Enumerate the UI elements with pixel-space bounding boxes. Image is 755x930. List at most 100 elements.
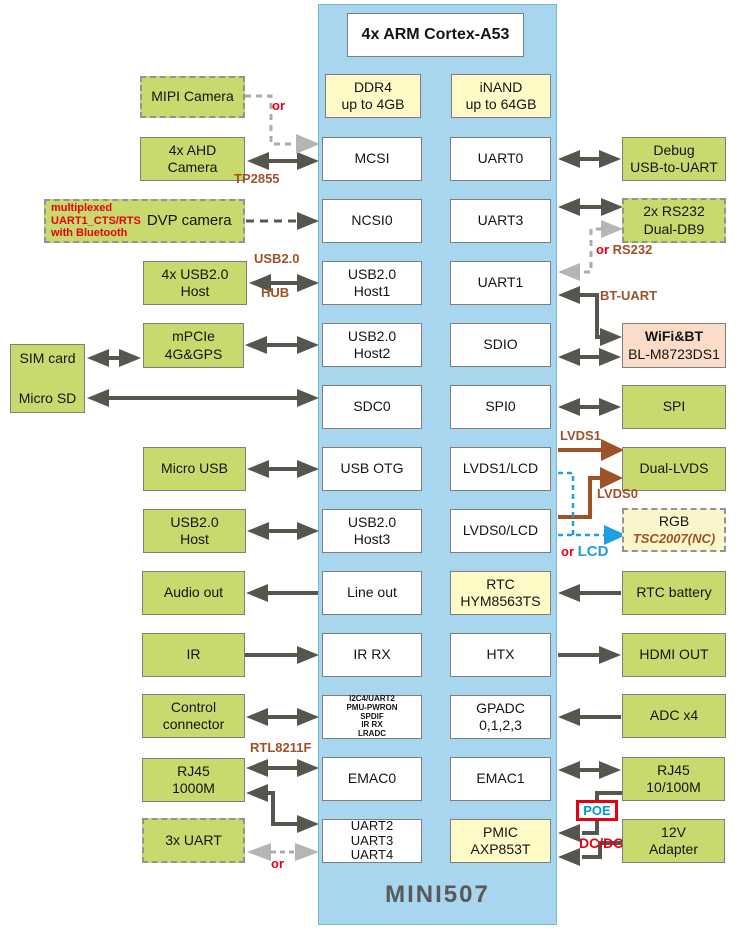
connector-microsd-sdc0	[87, 389, 319, 407]
rgb-tsc-box: RGB TSC2007(NC)	[622, 508, 726, 552]
rs232-label: RS232	[612, 242, 653, 257]
port-usb-host1-l2: Host1	[353, 283, 391, 299]
connector-ahd-mcsi	[247, 152, 319, 170]
or-label-rs232: or	[596, 242, 609, 257]
wifi-bt-l1: WiFi&BT	[644, 328, 704, 345]
multiplexed-note: multiplexed UART1_CTS/RTS with Bluetooth	[46, 202, 141, 240]
mpcie-box: mPCIe 4G&GPS	[143, 323, 244, 368]
connector-3xuart-or-uart234	[247, 843, 319, 861]
port-sdio: SDIO	[450, 323, 551, 367]
micro-sd-label: Micro SD	[18, 389, 77, 406]
connector-lcd-or-rgb	[558, 471, 626, 545]
port-pmic-l2: AXP853T	[470, 841, 531, 857]
dual-lvds-label: Dual-LVDS	[639, 460, 709, 477]
mipi-camera-box: MIPI Camera	[140, 76, 245, 118]
port-rtc-l1: RTC	[486, 575, 515, 592]
tsc2007-part: TSC2007(	[632, 531, 693, 546]
port-htx-label: HTX	[486, 646, 515, 663]
tp2855-label: TP2855	[234, 171, 280, 186]
control-connector-box: Control connector	[142, 694, 245, 738]
port-misc-signals: I2C4/UART2 PMU-PWRON SPDIF IR RX LRADC	[322, 694, 422, 739]
rj45-1000m-l2: 1000M	[172, 780, 215, 796]
port-uart3-box-label: UART3	[477, 212, 524, 229]
debug-uart-l1: Debug	[653, 141, 695, 158]
dvp-camera-box: multiplexed UART1_CTS/RTS with Bluetooth…	[44, 199, 245, 243]
connector-lvds1-duallvds	[558, 439, 624, 461]
port-spi0: SPI0	[450, 385, 551, 429]
bt-uart-label: BT-UART	[600, 288, 658, 303]
control-connector-l1: Control	[170, 698, 217, 715]
connector-mpcie-host2	[245, 336, 319, 354]
hdmi-out-box: HDMI OUT	[622, 633, 726, 677]
inand-line2: up to 64GB	[465, 96, 537, 112]
port-usb-host3-l2: Host3	[353, 531, 391, 547]
port-line-out: Line out	[322, 571, 422, 615]
connector-uart3-rs232	[558, 198, 623, 216]
connector-rj45-emac0	[246, 759, 319, 777]
or-label-mipi: or	[272, 98, 285, 113]
port-uart234: UART2 UART3 UART4	[322, 819, 422, 863]
connector-microusb-usbotg	[247, 460, 319, 478]
debug-uart-l2: USB-to-UART	[630, 159, 718, 175]
port-sdc0: SDC0	[322, 385, 422, 429]
port-ncsi0: NCSI0	[322, 199, 422, 243]
uart3x-box: 3x UART	[142, 818, 245, 863]
connector-sdio-wifi	[558, 348, 621, 366]
port-emac0-label: EMAC0	[347, 770, 397, 787]
port-mcsi-label: MCSI	[354, 150, 390, 167]
connector-emac1-rj45	[558, 761, 621, 779]
micro-usb-box: Micro USB	[143, 447, 246, 491]
usb-host-box: USB2.0 Host	[143, 509, 246, 553]
multiplexed-note-l2: UART1_CTS/RTS	[51, 214, 141, 227]
connector-spi0-spi	[558, 398, 621, 416]
port-usb-host1: USB2.0 Host1	[322, 261, 422, 305]
micro-usb-label: Micro USB	[161, 460, 228, 477]
adapter-l2: Adapter	[648, 841, 699, 857]
port-gpadc-l2: 0,1,2,3	[479, 717, 522, 733]
usb20-label: USB2.0	[254, 251, 300, 266]
port-htx: HTX	[450, 633, 551, 677]
port-uart0-label: UART0	[477, 150, 524, 167]
adc-box: ADC x4	[622, 694, 726, 738]
port-lvds0-label: LVDS0/LCD	[462, 522, 539, 539]
spi-label: SPI	[662, 398, 686, 415]
wifi-bt-l2: BL-M8723DS1	[628, 345, 720, 362]
connector-uart1-btuart-wifi	[558, 286, 622, 346]
ir-label: IR	[186, 646, 201, 663]
port-lvds1-lcd: LVDS1/LCD	[450, 447, 551, 491]
connector-control-misc	[246, 708, 319, 726]
inand-line1: iNAND	[479, 78, 523, 95]
port-emac1: EMAC1	[450, 757, 551, 801]
port-pmic: PMIC AXP853T	[450, 819, 551, 863]
port-usb-host2: USB2.0 Host2	[322, 323, 422, 367]
rtc-battery-label: RTC battery	[636, 584, 712, 601]
rs232-box: 2x RS232 Dual-DB9	[622, 198, 726, 243]
tsc2007-nc: NC	[692, 531, 711, 546]
port-rtc: RTC HYM8563TS	[450, 571, 551, 615]
sim-card-label: SIM card	[19, 350, 76, 366]
dvp-camera-label: DVP camera	[146, 211, 232, 229]
port-usb-host2-l2: Host2	[353, 345, 391, 361]
or-label-3xuart: or	[271, 856, 284, 871]
connector-sim-mpcie	[87, 349, 141, 367]
hdmi-out-label: HDMI OUT	[639, 646, 709, 663]
lvds0-label: LVDS0	[597, 486, 638, 501]
multiplexed-note-l3: with Bluetooth	[51, 227, 128, 240]
port-usb-host1-l1: USB2.0	[347, 265, 397, 282]
connector-rtcbattery-rtc	[558, 584, 621, 602]
adc-label: ADC x4	[649, 707, 699, 724]
board-title: MINI507	[385, 881, 490, 908]
connector-uart0-debug	[558, 150, 621, 168]
connector-ir-irrx	[245, 646, 319, 664]
connector-htx-hdmi	[558, 646, 621, 664]
mpcie-l1: mPCIe	[172, 328, 215, 345]
port-sdio-label: SDIO	[483, 336, 518, 353]
rs232-l2: Dual-DB9	[643, 220, 705, 237]
dcdc-label: DC/DC	[579, 835, 624, 851]
port-mcsi: MCSI	[322, 137, 422, 181]
port-ncsi0-label: NCSI0	[351, 212, 393, 229]
rj45-1000m-l1: RJ45	[177, 762, 210, 779]
soc-title: 4x ARM Cortex-A53	[361, 26, 510, 44]
